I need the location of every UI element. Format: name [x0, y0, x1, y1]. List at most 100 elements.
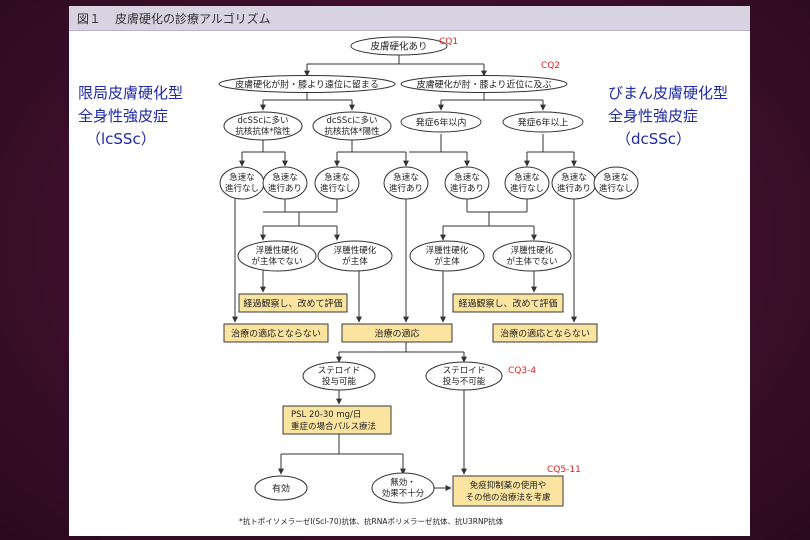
- node-rapid-none-line1: 急速な: [324, 172, 350, 183]
- action-boxes: 経過観察し、改めて評価 経過観察し、改めて評価 治療の適応とならない 治療の適応…: [223, 293, 598, 507]
- node-rapid-yes-line1: 急速な: [561, 172, 587, 183]
- node-rapid-yes: [551, 166, 597, 200]
- node-ab-positive-line1: dcSScに多い: [326, 115, 377, 126]
- node-proximal-text: 皮膚硬化が肘・膝より近位に及ぶ: [417, 79, 552, 91]
- side-label-line: びまん皮膚硬化型: [608, 84, 729, 102]
- box-immunosuppressant-line2: その他の治療法を考慮: [465, 492, 551, 503]
- box-psl: [282, 405, 392, 435]
- node-edema-main-line1: 浮腫性硬化: [426, 245, 469, 256]
- box-observe: [238, 293, 348, 313]
- side-label-line: （dcSSc）: [616, 130, 692, 148]
- node-rapid-yes-line1: 急速な: [272, 172, 298, 183]
- node-rapid-yes: [383, 166, 429, 200]
- node-rapid-none-line1: 急速な: [229, 172, 255, 183]
- node-rapid-none-line2: 進行なし: [510, 183, 544, 194]
- box-no-indication-text: 治療の適応とならない: [231, 328, 321, 340]
- box-no-indication: [492, 323, 598, 343]
- node-rapid-yes-line1: 急速な: [393, 172, 419, 183]
- algorithm-flowchart: 皮膚硬化あり 皮膚硬化が肘・膝より遠位に留まる 皮膚硬化が肘・膝より近位に及ぶ …: [218, 36, 639, 526]
- side-label-dcssc: びまん皮膚硬化型 全身性強皮症 （dcSSc）: [608, 82, 728, 151]
- node-edema-main: [409, 240, 485, 272]
- flow-nodes: 皮膚硬化あり 皮膚硬化が肘・膝より遠位に留まる 皮膚硬化が肘・膝より近位に及ぶ …: [218, 36, 639, 504]
- node-steroid-possible-line2: 投与可能: [322, 376, 357, 387]
- side-label-line: 全身性強皮症: [78, 107, 169, 125]
- footnote: *抗トポイソメラーゼⅠ(Scl-70)抗体、抗RNAポリメラーゼ抗体、抗U3RN…: [239, 516, 504, 526]
- node-distal-text: 皮膚硬化が肘・膝より遠位に留まる: [235, 79, 379, 91]
- figure-label: 図１: [77, 12, 102, 26]
- node-steroid-impossible-line2: 投与不可能: [443, 376, 486, 387]
- node-rapid-none-line2: 進行なし: [320, 183, 354, 194]
- node-rapid-yes: [262, 166, 308, 200]
- node-steroid-possible-line1: ステロイド: [318, 366, 361, 376]
- connectors: [232, 54, 577, 491]
- box-immunosuppressant-line1: 免疫抑制薬の使用や: [470, 480, 547, 491]
- figure-panel: 図１ 皮膚硬化の診療アルゴリズム: [69, 6, 750, 536]
- node-edema-main-line2: が主体: [342, 256, 368, 267]
- node-rapid-yes-line2: 進行あり: [450, 183, 484, 194]
- node-ab-negative: [223, 111, 303, 141]
- node-rapid-none: [219, 166, 265, 200]
- node-rapid-yes-line2: 進行あり: [557, 183, 591, 194]
- node-start-text: 皮膚硬化あり: [370, 41, 427, 53]
- node-ab-positive-line2: 抗核抗体*陽性: [324, 126, 380, 137]
- node-rapid-yes-line1: 急速な: [454, 172, 480, 183]
- node-edema-not-main: [492, 240, 572, 272]
- figure-title-bar: 図１ 皮膚硬化の診療アルゴリズム: [69, 6, 750, 31]
- box-observe-text: 経過観察し、改めて評価: [243, 298, 342, 310]
- node-onset-over-6y-text: 発症6年以上: [518, 117, 569, 129]
- node-edema-not-main-line1: 浮腫性硬化: [511, 245, 554, 256]
- node-edema-not-main: [237, 240, 317, 272]
- box-observe: [452, 293, 564, 313]
- cq-tag: CQ5-11: [547, 465, 581, 475]
- node-ab-positive: [312, 111, 392, 141]
- node-rapid-yes: [444, 166, 490, 200]
- box-observe-text: 経過観察し、改めて評価: [458, 298, 557, 310]
- node-rapid-none-line1: 急速な: [514, 172, 540, 183]
- box-psl-line1: PSL 20-30 mg/日: [291, 410, 361, 420]
- node-onset-over-6y: [502, 111, 584, 133]
- box-no-indication-text: 治療の適応とならない: [500, 328, 590, 340]
- side-label-line: 全身性強皮症: [608, 107, 699, 125]
- node-onset-within-6y: [400, 111, 482, 133]
- node-ab-negative-line1: dcSScに多い: [237, 115, 288, 126]
- box-psl-line2: 重症の場合パルス療法: [291, 421, 376, 432]
- node-edema-not-main-line2: が主体でない: [251, 256, 302, 267]
- node-rapid-none-line2: 進行なし: [225, 183, 259, 194]
- node-rapid-yes-line2: 進行あり: [389, 183, 423, 194]
- node-rapid-none: [593, 166, 639, 200]
- box-immunosuppressant: [452, 475, 564, 507]
- node-steroid-impossible: [425, 361, 503, 391]
- figure-title: 皮膚硬化の診療アルゴリズム: [115, 12, 271, 26]
- side-label-lcssc: 限局皮膚硬化型 全身性強皮症 （lcSSc）: [78, 82, 183, 151]
- node-start: [350, 36, 448, 56]
- node-effective-text: 有効: [272, 483, 290, 495]
- node-rapid-yes-line2: 進行あり: [268, 183, 302, 194]
- side-label-line: 限局皮膚硬化型: [78, 84, 184, 102]
- node-edema-not-main-line2: が主体でない: [506, 256, 557, 267]
- node-rapid-none-line1: 急速な: [603, 172, 629, 183]
- node-edema-main-line2: が主体: [434, 256, 460, 267]
- node-ab-negative-line2: 抗核抗体*陰性: [235, 126, 291, 137]
- node-steroid-impossible-line1: ステロイド: [443, 366, 486, 376]
- cq-tag: CQ3-4: [508, 366, 536, 376]
- node-distal: [218, 75, 396, 93]
- node-proximal: [400, 75, 568, 93]
- box-treatment-indication: [341, 323, 453, 343]
- node-ineffective: [371, 472, 435, 504]
- node-ineffective-line1: 無効・: [390, 477, 416, 488]
- box-treatment-indication-text: 治療の適応: [374, 328, 419, 340]
- node-effective: [254, 475, 308, 501]
- cq-tag: CQ2: [541, 61, 560, 71]
- box-no-indication: [223, 323, 329, 343]
- node-steroid-possible: [302, 361, 376, 391]
- side-label-line: （lcSSc）: [86, 130, 156, 148]
- node-rapid-none: [504, 166, 550, 200]
- node-rapid-none-line2: 進行なし: [599, 183, 633, 194]
- node-rapid-none: [314, 166, 360, 200]
- node-ineffective-line2: 効果不十分: [382, 488, 425, 499]
- node-onset-within-6y-text: 発症6年以内: [416, 117, 467, 129]
- cq-tag: CQ1: [439, 37, 458, 47]
- node-edema-main-line1: 浮腫性硬化: [334, 245, 377, 256]
- node-edema-main: [317, 240, 393, 272]
- node-edema-not-main-line1: 浮腫性硬化: [256, 245, 299, 256]
